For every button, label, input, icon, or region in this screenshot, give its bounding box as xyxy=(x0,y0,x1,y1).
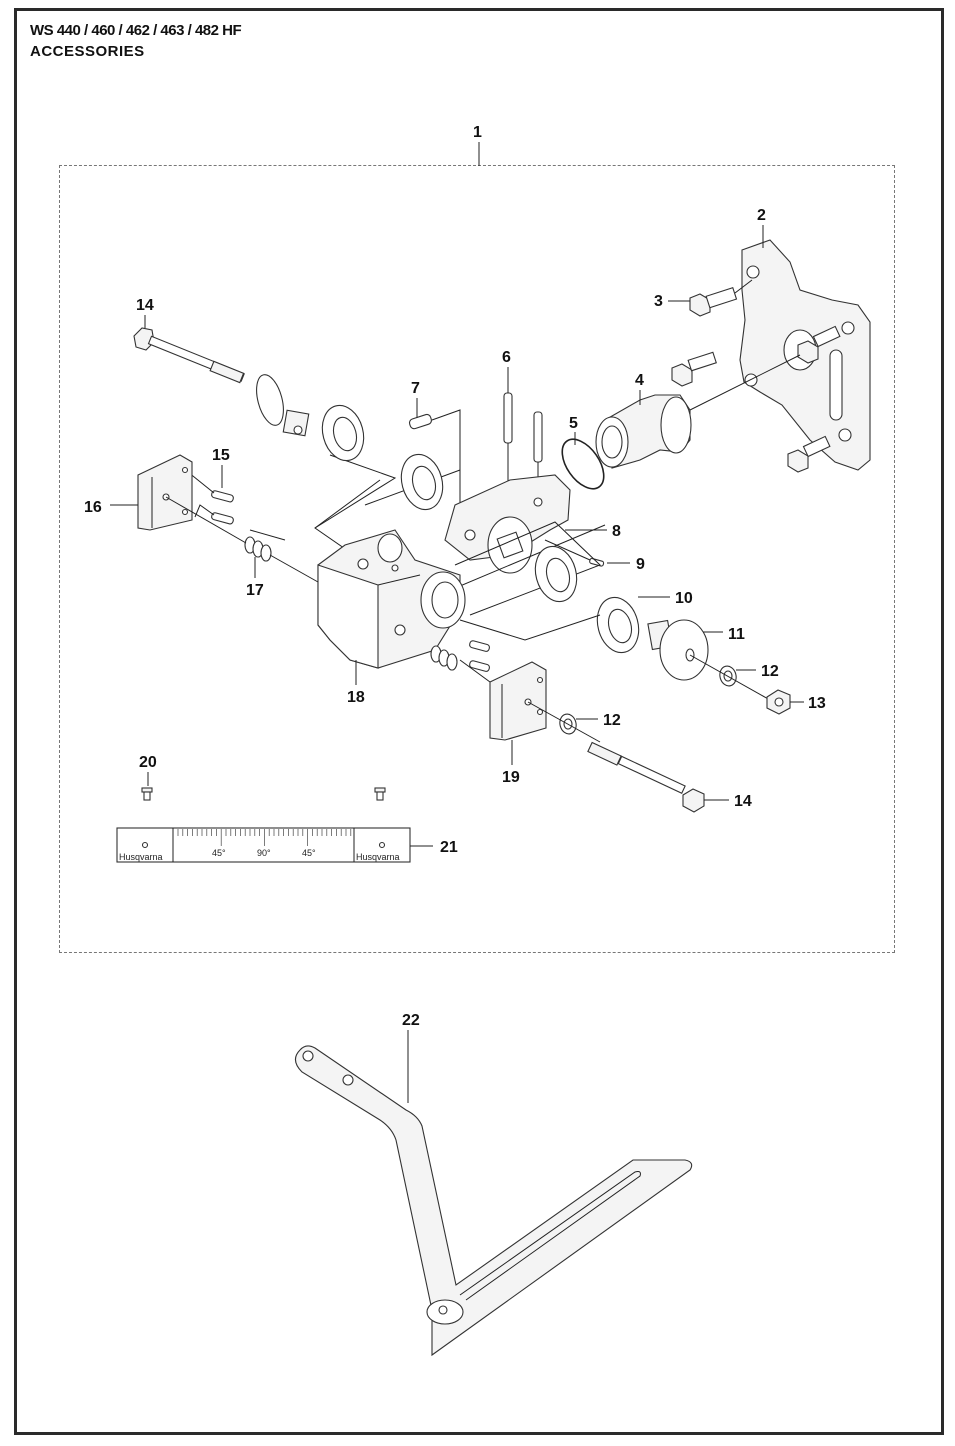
part-21-scale-plate[interactable]: Husqvarna Husqvarna 45° 90° 45° 21 xyxy=(116,827,458,863)
svg-text:7: 7 xyxy=(411,380,420,397)
svg-text:13: 13 xyxy=(808,695,826,712)
svg-text:22: 22 xyxy=(402,1012,420,1029)
svg-text:6: 6 xyxy=(502,349,511,366)
page-frame xyxy=(14,8,944,1435)
part-22-angle-guide[interactable]: 22 xyxy=(294,1012,693,1357)
part-2-mounting-bracket[interactable]: 2 xyxy=(739,207,871,471)
svg-text:16: 16 xyxy=(84,499,102,516)
svg-text:10: 10 xyxy=(675,590,693,607)
washer[interactable] xyxy=(529,542,582,606)
callout-1[interactable]: 1 xyxy=(473,124,482,166)
part-8-swivel-body[interactable]: 8 xyxy=(444,474,621,574)
svg-text:4: 4 xyxy=(635,372,644,389)
svg-text:21: 21 xyxy=(440,839,458,856)
part-7-sleeve[interactable]: 7 xyxy=(408,380,461,540)
part-18-main-block[interactable]: 18 xyxy=(317,529,466,706)
part-12-washer-upper[interactable]: 12 xyxy=(689,654,779,701)
part-14-long-bolt-lower[interactable]: 14 xyxy=(587,741,752,813)
assembly-group-boundary xyxy=(59,165,895,953)
part-11-flange-knob[interactable]: 11 xyxy=(647,619,745,681)
svg-text:15: 15 xyxy=(212,447,230,464)
part-15-dowel-pin[interactable]: 15 xyxy=(182,447,234,525)
svg-text:12: 12 xyxy=(761,663,779,680)
scale-ticks xyxy=(177,829,352,846)
svg-text:11: 11 xyxy=(728,626,745,643)
svg-text:14: 14 xyxy=(136,297,154,314)
part-3-bolt[interactable]: 3 xyxy=(654,279,753,317)
brand-logo-left: Husqvarna xyxy=(119,852,163,862)
svg-text:20: 20 xyxy=(139,754,157,771)
part-16-clamp-plate[interactable]: 16 xyxy=(84,454,193,531)
brand-logo-right: Husqvarna xyxy=(356,852,400,862)
part-20-screw-2[interactable] xyxy=(374,787,386,801)
svg-text:1: 1 xyxy=(473,124,482,141)
part-5-o-ring[interactable]: 5 xyxy=(554,415,612,496)
svg-text:9: 9 xyxy=(636,556,645,573)
svg-text:17: 17 xyxy=(246,582,264,599)
part-3-bolt-4[interactable] xyxy=(787,435,831,473)
washer[interactable] xyxy=(316,401,369,465)
part-3-bolt-2[interactable] xyxy=(671,351,717,387)
part-19-clamp-plate[interactable]: 19 xyxy=(459,659,547,786)
part-13-nut[interactable]: 13 xyxy=(766,689,826,715)
part-4-bushing[interactable]: 4 xyxy=(595,354,801,469)
svg-text:14: 14 xyxy=(734,793,752,810)
part-10-washer[interactable]: 10 xyxy=(459,590,693,657)
model-title: WS 440 / 460 / 462 / 463 / 482 HF xyxy=(30,22,242,39)
scale-mark-center: 90° xyxy=(257,848,271,858)
svg-text:5: 5 xyxy=(569,415,578,432)
section-title: ACCESSORIES xyxy=(30,43,145,60)
part-17-spring[interactable]: 17 xyxy=(165,496,319,599)
scale-mark-left: 45° xyxy=(212,848,226,858)
part-12-washer-lower[interactable]: 12 xyxy=(527,701,621,743)
svg-text:12: 12 xyxy=(603,712,621,729)
svg-text:2: 2 xyxy=(757,207,766,224)
part-3-bolt-3[interactable] xyxy=(797,325,841,364)
washer[interactable] xyxy=(395,450,448,514)
part-14-long-bolt-upper[interactable]: 14 xyxy=(133,297,310,437)
svg-text:3: 3 xyxy=(654,293,663,310)
part-17-spring-2[interactable] xyxy=(430,640,490,672)
part-20-screw[interactable]: 20 xyxy=(139,754,157,801)
scale-mark-right: 45° xyxy=(302,848,316,858)
svg-text:8: 8 xyxy=(612,523,621,540)
svg-text:18: 18 xyxy=(347,689,365,706)
svg-text:19: 19 xyxy=(502,769,520,786)
